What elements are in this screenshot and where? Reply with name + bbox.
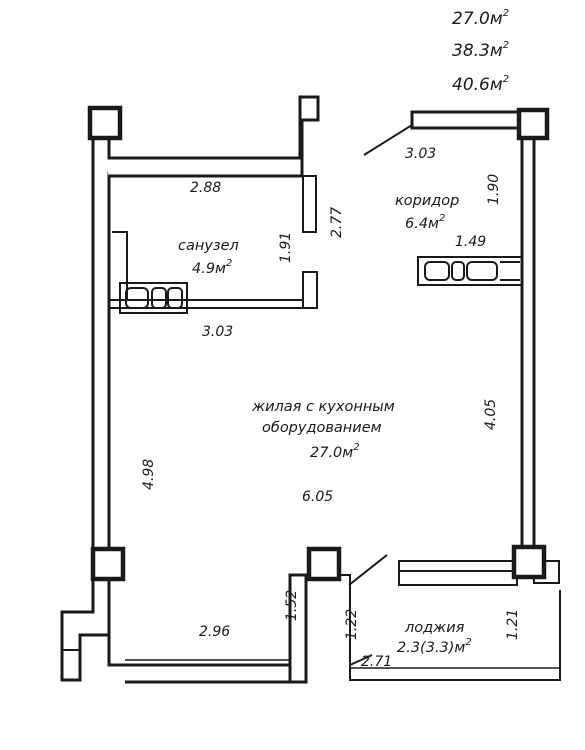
entrance-top-wall bbox=[410, 110, 526, 130]
dim-loggia-right-height: 1.21 bbox=[505, 609, 521, 640]
living-room-name-line1: жилая с кухонным bbox=[251, 399, 395, 415]
dim-bathroom-height-right: 2.77 bbox=[329, 207, 345, 238]
dimension-labels: 3.03 1.90 2.88 2.77 1.91 1.49 3.03 4.05 … bbox=[141, 146, 521, 670]
column-top-left bbox=[87, 105, 123, 141]
bathroom-bottom-wall bbox=[109, 299, 304, 309]
living-room-area: 27.0м2 bbox=[310, 442, 360, 461]
bay-right-wall bbox=[288, 573, 308, 684]
dim-bathroom-height-inner: 1.91 bbox=[278, 232, 294, 263]
room-labels: санузел 4.9м2 коридор 6.4м2 жилая с кухо… bbox=[178, 193, 472, 656]
dim-living-width: 6.05 bbox=[302, 489, 333, 505]
dim-corridor-height: 1.90 bbox=[486, 174, 502, 205]
dim-corridor-inner-width: 1.49 bbox=[455, 234, 486, 250]
bathroom-right-partition-lower bbox=[302, 271, 318, 309]
left-exterior-wall bbox=[91, 123, 111, 567]
dim-bathroom-width: 2.88 bbox=[190, 180, 221, 196]
loggia-door-swing-2 bbox=[349, 654, 373, 666]
dim-living-right-height: 4.05 bbox=[483, 399, 499, 430]
bathroom-duct bbox=[112, 231, 128, 300]
total-area-with-loggia: 40.6м2 bbox=[452, 74, 509, 95]
loggia-door-swing bbox=[348, 554, 388, 586]
bathroom-name: санузел bbox=[178, 238, 239, 254]
bathroom-area: 4.9м2 bbox=[192, 258, 232, 277]
dim-corridor-top-width: 3.03 bbox=[405, 146, 436, 162]
column-mid-left bbox=[90, 546, 126, 582]
column-mid-right bbox=[511, 544, 547, 580]
column-top-right bbox=[516, 107, 550, 141]
bathroom-right-partition bbox=[302, 175, 317, 233]
bay-bottom-wall bbox=[107, 635, 292, 684]
living-area-total: 27.0м2 bbox=[452, 8, 509, 29]
fixtures bbox=[119, 256, 523, 314]
entrance-door-swing bbox=[363, 124, 413, 156]
living-room-name-line2: оборудованием bbox=[262, 420, 382, 436]
balcony-rail bbox=[398, 560, 518, 586]
dim-loggia-width: 2.71 bbox=[361, 654, 392, 670]
loggia-name: лоджия bbox=[404, 620, 465, 636]
dim-loggia-left-height: 1.22 bbox=[344, 609, 360, 640]
corridor-name: коридор bbox=[395, 193, 459, 209]
dim-bathroom-bottom-width: 3.03 bbox=[202, 324, 233, 340]
corridor-radiator bbox=[417, 256, 523, 286]
bathroom-radiator bbox=[119, 282, 188, 314]
loggia-area: 2.3(3.3)м2 bbox=[397, 637, 472, 656]
dim-bay-height: 1.52 bbox=[284, 590, 300, 621]
column-mid-center bbox=[306, 546, 342, 582]
area-summary: 27.0м2 38.3м2 40.6м2 bbox=[452, 8, 509, 95]
total-area: 38.3м2 bbox=[452, 40, 509, 61]
dim-bay-width: 2.96 bbox=[199, 624, 230, 640]
doors bbox=[348, 124, 413, 666]
dim-living-left-height: 4.98 bbox=[141, 459, 157, 490]
bathroom-top-wall bbox=[93, 95, 320, 178]
lower-left-block bbox=[61, 649, 81, 681]
walls bbox=[60, 95, 561, 684]
corridor-area: 6.4м2 bbox=[405, 213, 445, 232]
lower-left-wall bbox=[60, 565, 111, 682]
right-exterior-wall bbox=[520, 135, 536, 559]
columns bbox=[87, 105, 550, 582]
